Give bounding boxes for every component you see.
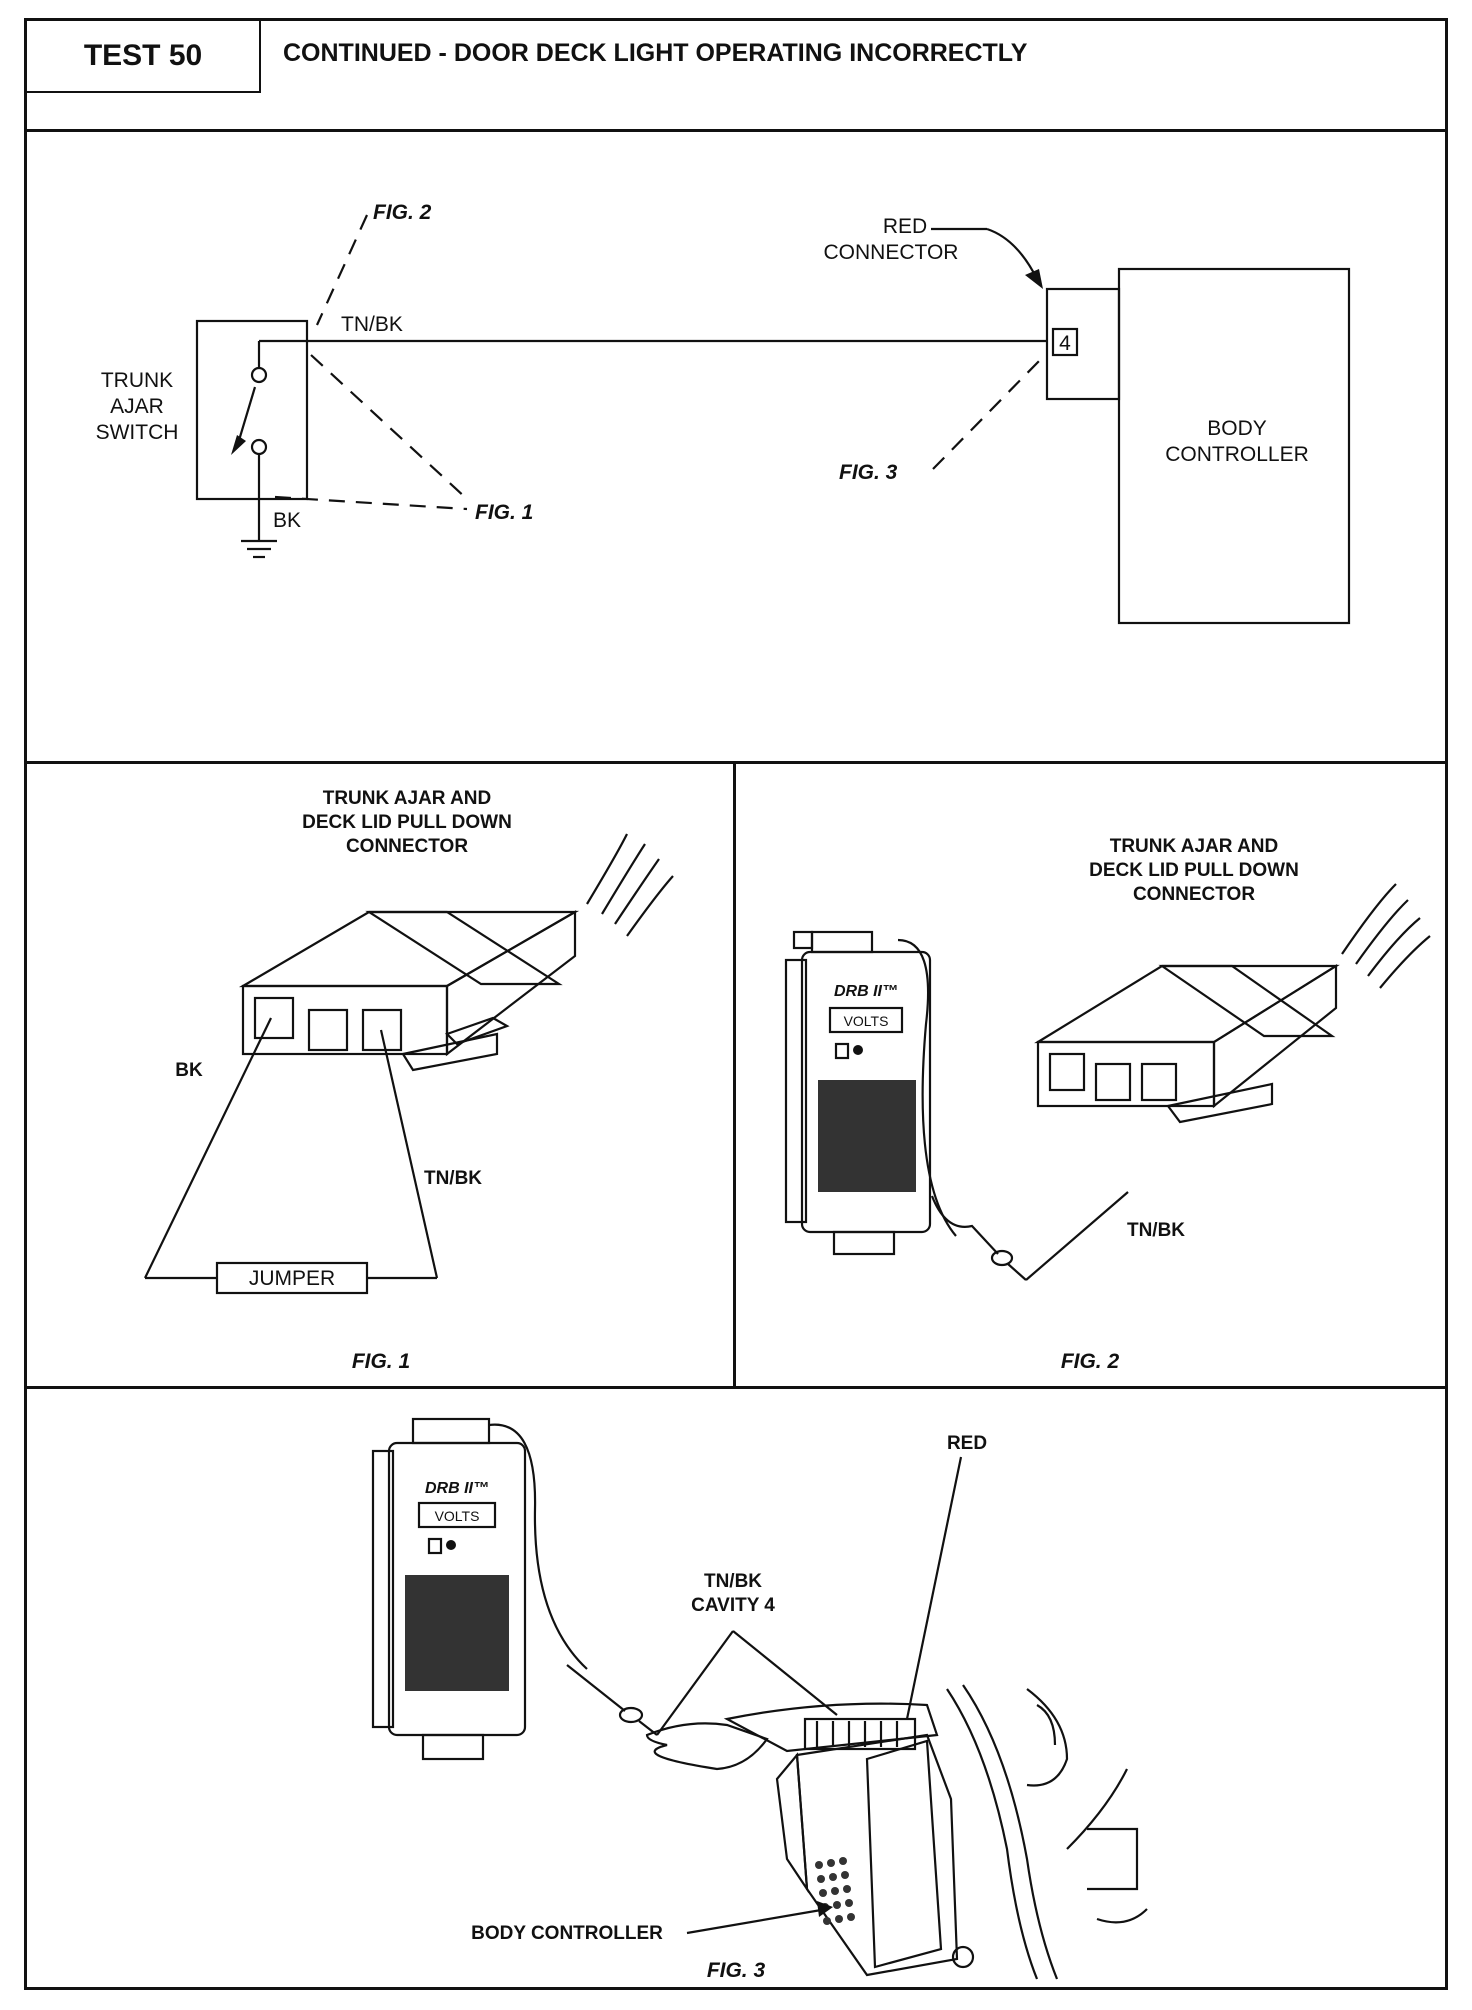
- fig2-panel: TRUNK AJAR AND DECK LID PULL DOWN CONNEC…: [736, 764, 1445, 1389]
- bk-cavity: [253, 996, 295, 1040]
- fig1-title-2: DECK LID PULL DOWN: [302, 812, 512, 833]
- mounting-bolt-icon: [951, 1945, 975, 1969]
- fig2-callout-line: [315, 214, 369, 326]
- fig2-tester-display: VOLTS: [844, 1013, 889, 1029]
- fig2-test-lead: [897, 938, 957, 1237]
- body-controller-label-2: CONTROLLER: [1165, 443, 1309, 466]
- test-number: TEST 50: [27, 21, 261, 93]
- drb-tester: DRB II™ VOLTS: [784, 930, 932, 1256]
- fig2-title-1: TRUNK AJAR AND: [1110, 836, 1279, 857]
- fig2-title-3: CONNECTOR: [1133, 884, 1255, 905]
- page-frame: TEST 50 CONTINUED - DOOR DECK LIGHT OPER…: [24, 18, 1448, 1990]
- tnbk-cavity: [361, 1008, 403, 1052]
- wire-tnbk-label: TN/BK: [341, 313, 403, 336]
- fig3-probe-tip-icon: [618, 1706, 644, 1724]
- probe-tip-icon: [990, 1249, 1014, 1267]
- wire-bk-label: BK: [273, 509, 301, 532]
- red-callout-line: [905, 1456, 963, 1720]
- schematic-panel: TRUNK AJAR SWITCH BK TN/BK 4 RED: [27, 129, 1445, 764]
- wiring-schematic: TRUNK AJAR SWITCH BK TN/BK 4 RED: [96, 201, 1351, 625]
- fig1-caption: FIG. 1: [352, 1350, 410, 1373]
- jumper-box: [215, 1261, 369, 1295]
- fig3-test-lead: [488, 1423, 588, 1670]
- switch-label-line1: TRUNK: [101, 369, 173, 392]
- fig3-panel: DRB II™ VOLTS TN/BK CAVITY 4 RED: [27, 1389, 1445, 1987]
- fig1-callout-line-b: [274, 495, 468, 511]
- connector-illustration: [238, 910, 580, 1072]
- red-connector-label-1: RED: [883, 215, 927, 238]
- fig3-keypad-icon: [405, 1575, 509, 1691]
- body-controller-label-1: BODY: [1207, 417, 1267, 440]
- keypad-icon: [818, 1080, 916, 1192]
- fig3-drb-tester: DRB II™ VOLTS: [371, 1417, 527, 1761]
- fig1-title-1: TRUNK AJAR AND: [323, 788, 492, 809]
- page-title: CONTINUED - DOOR DECK LIGHT OPERATING IN…: [283, 39, 1028, 67]
- body-controller-arrow-icon: [817, 1901, 833, 1917]
- red-connector-label-2: CONNECTOR: [824, 241, 959, 264]
- switch-arrow-icon: [231, 435, 246, 455]
- fig1-tnbk-label: TN/BK: [424, 1168, 482, 1189]
- jumper-label: JUMPER: [249, 1267, 335, 1290]
- fig2-caption: FIG. 2: [1061, 1350, 1120, 1373]
- fig2-connector-illustration: [1034, 964, 1340, 1124]
- fig3-caption: FIG. 3: [707, 1959, 766, 1982]
- switch-contact-bottom: [250, 438, 268, 456]
- fig1-title-3: CONNECTOR: [346, 836, 468, 857]
- wire-harness-illustration: [1026, 1688, 1069, 1787]
- fig1-bk-label: BK: [175, 1060, 203, 1081]
- fig3-tester-brand: DRB II™: [425, 1480, 489, 1497]
- switch-label-line3: SWITCH: [96, 421, 179, 444]
- red-connector-arrow: [986, 227, 1038, 280]
- fig2-tester-brand: DRB II™: [834, 983, 898, 1000]
- pin-4-box: [1051, 327, 1079, 357]
- fig2-tnbk-label: TN/BK: [1127, 1220, 1185, 1241]
- body-controller-box: [1117, 267, 1351, 625]
- fig2-title-2: DECK LID PULL DOWN: [1089, 860, 1299, 881]
- middle-cavity: [307, 1008, 349, 1052]
- fig3-tester-display: VOLTS: [435, 1508, 480, 1524]
- fig3-illustration: DRB II™ VOLTS TN/BK CAVITY 4 RED: [371, 1417, 1148, 1982]
- fig1-callout-line-a: [310, 354, 468, 500]
- fig3-tnbk-label-1: TN/BK: [704, 1571, 762, 1592]
- hand-illustration: [645, 1722, 769, 1771]
- trunk-ajar-switch-box: [195, 319, 309, 501]
- arrow-head-icon: [1025, 269, 1043, 289]
- red-connector: [1045, 287, 1121, 401]
- fig2-illustration: TRUNK AJAR AND DECK LID PULL DOWN CONNEC…: [784, 836, 1431, 1373]
- fig3-red-label: RED: [947, 1433, 987, 1454]
- fig2-callout: FIG. 2: [373, 201, 432, 224]
- fig3-body-controller-label: BODY CONTROLLER: [471, 1923, 663, 1944]
- fig3-callout: FIG. 3: [839, 461, 898, 484]
- fig1-callout: FIG. 1: [475, 501, 533, 524]
- switch-label-line2: AJAR: [110, 395, 164, 418]
- pin-number: 4: [1059, 332, 1071, 355]
- fig3-callout-line: [932, 356, 1044, 470]
- header: TEST 50 CONTINUED - DOOR DECK LIGHT OPER…: [27, 21, 1445, 132]
- fig3-tnbk-label-2: CAVITY 4: [691, 1595, 775, 1616]
- vehicle-panel-line: [946, 1688, 1039, 1980]
- fig1-illustration: TRUNK AJAR AND DECK LID PULL DOWN CONNEC…: [144, 788, 674, 1373]
- switch-contact-top: [250, 366, 268, 384]
- fig1-panel: TRUNK AJAR AND DECK LID PULL DOWN CONNEC…: [27, 764, 736, 1389]
- connector-red: [803, 1717, 917, 1751]
